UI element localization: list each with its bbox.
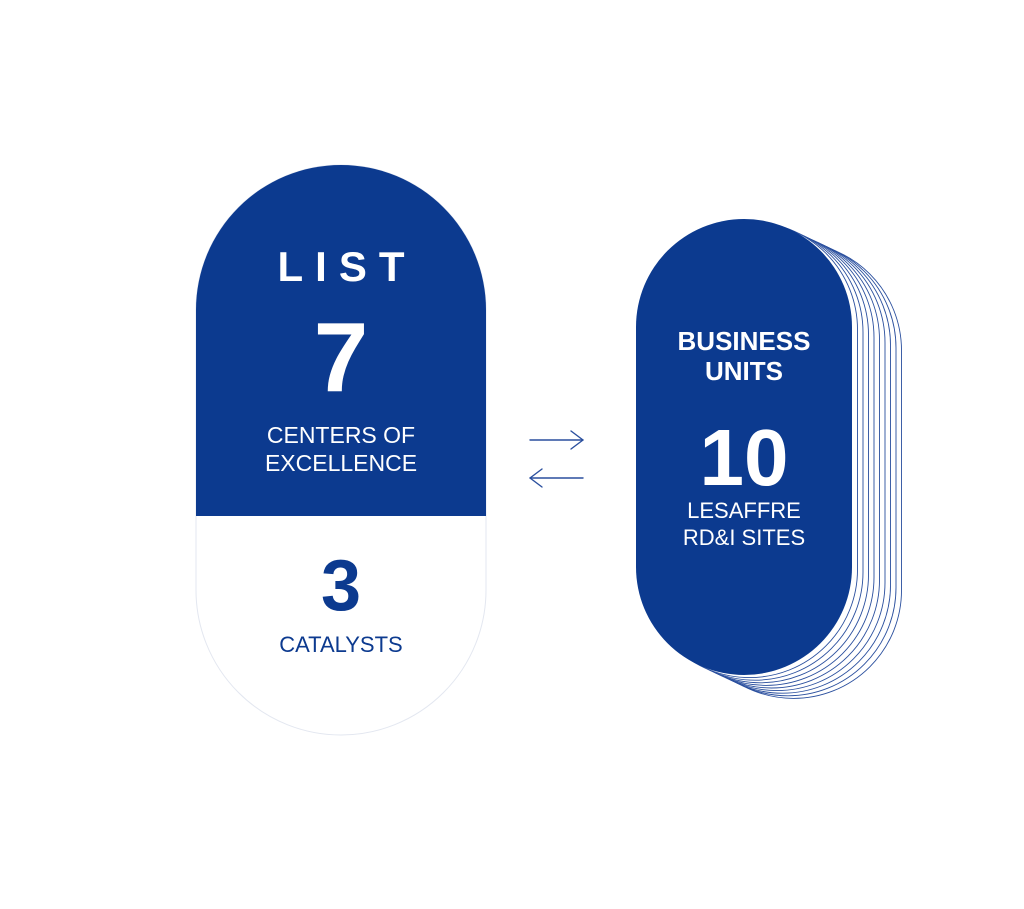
left-pill-blue-section [196, 165, 486, 516]
sites-description-line1: LESAFFRE [687, 498, 801, 523]
business-units-title-line2: UNITS [705, 356, 783, 386]
sites-count: 10 [699, 413, 789, 502]
catalysts-label: CATALYSTS [279, 632, 403, 657]
centers-description: CENTERS OF EXCELLENCE [196, 421, 486, 477]
sites-description-line2: RD&I SITES [682, 525, 806, 550]
bidirectional-arrows-icon [529, 430, 584, 488]
centers-description-line2: EXCELLENCE [264, 450, 418, 476]
centers-count: 7 [313, 302, 369, 412]
right-pill-front-card [636, 219, 852, 675]
left-pill [195, 164, 487, 736]
catalysts-count: 3 [320, 546, 362, 626]
business-units-title-line1: BUSINESS [677, 326, 811, 356]
list-title: LIST [277, 243, 417, 290]
business-units-title: BUSINESS UNITS [636, 326, 852, 386]
centers-description-line1: CENTERS OF [266, 422, 416, 448]
sites-description: LESAFFRE RD&I SITES [636, 497, 852, 551]
